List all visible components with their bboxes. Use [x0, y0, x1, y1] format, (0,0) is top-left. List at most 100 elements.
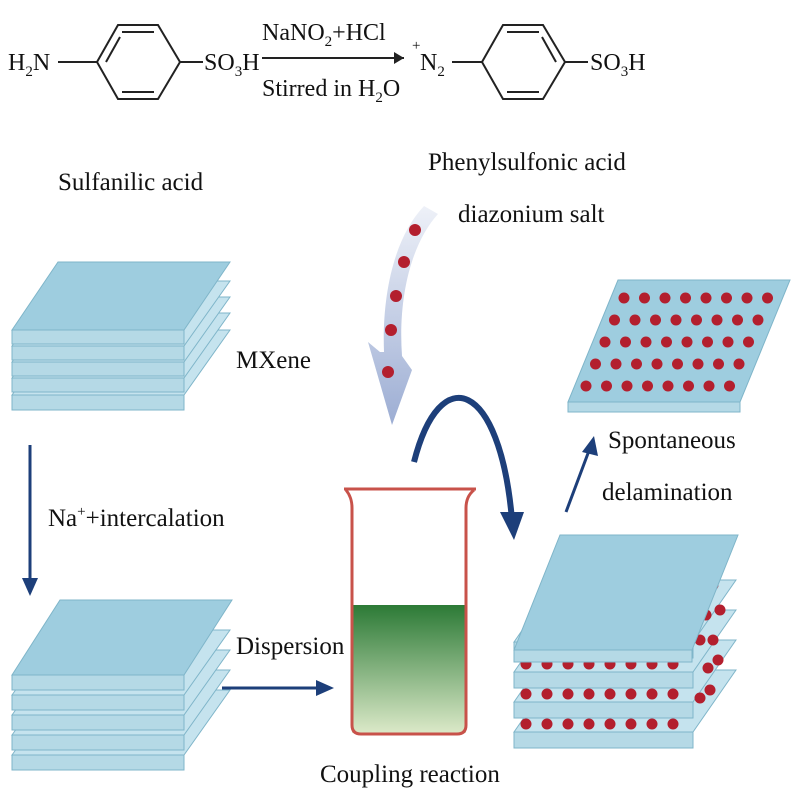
- grafted-group-dot: [714, 604, 726, 616]
- up-arrow-head: [582, 436, 598, 456]
- beaker-outline: [344, 488, 475, 736]
- diazonium-dot: [382, 366, 394, 378]
- dispersion-label: Dispersion: [236, 633, 345, 660]
- grafted-group-dot: [683, 380, 694, 392]
- grafted-group-dot: [661, 336, 672, 348]
- grafted-group-dot: [646, 688, 658, 700]
- intercalated-mxene-stack: [11, 599, 233, 771]
- grafted-groups: [580, 292, 773, 392]
- product-name-line2: diazonium salt: [458, 201, 605, 228]
- grafted-group-dot: [642, 380, 653, 392]
- benzene-ring: [480, 24, 567, 100]
- functionalized-mxene-stack: [513, 534, 739, 749]
- delamination-label-line2: delamination: [602, 479, 733, 506]
- intercalation-step: Na++intercalation: [22, 445, 225, 596]
- grafted-group-dot: [672, 358, 683, 370]
- grafted-group-dot: [562, 718, 574, 730]
- grafted-group-dot: [702, 336, 713, 348]
- grafted-group-dot: [692, 358, 704, 370]
- product-structure: + N2 SO3H Phenylsulfonic acid diazonium …: [412, 24, 646, 228]
- mxene-sheet-top: [513, 534, 739, 663]
- grafted-group-dot: [562, 688, 574, 700]
- grafted-group-dot: [752, 314, 764, 326]
- benzene-ring: [95, 24, 182, 100]
- grafted-group-dot: [580, 380, 592, 392]
- reagent-label: NaNO2+HCl: [262, 20, 386, 50]
- grafted-group-dot: [590, 358, 601, 370]
- grafted-group-dot: [741, 292, 753, 304]
- grafted-group-dot: [650, 314, 661, 326]
- grafted-group-dot: [604, 688, 616, 700]
- grafted-group-dot: [621, 380, 633, 392]
- grafted-group-dot: [639, 292, 650, 304]
- grafted-group-dot: [651, 358, 663, 370]
- grafted-group-dot: [703, 380, 715, 392]
- grafted-group-dot: [700, 292, 712, 304]
- ring-double-bond: [541, 36, 557, 63]
- amine-group-label: H2N: [8, 50, 50, 80]
- dispersion-step: Dispersion: [222, 633, 345, 696]
- grafted-group-dot: [712, 654, 724, 666]
- delamination-label-line1: Spontaneous: [608, 427, 736, 454]
- reactant-structure: H2N SO3H Sulfanilic acid: [8, 24, 260, 196]
- grafted-group-dot: [762, 292, 773, 304]
- grafted-group-dot: [694, 692, 706, 704]
- grafted-group-dot: [722, 336, 734, 348]
- grafted-group-dot: [629, 314, 641, 326]
- grafted-group-dot: [520, 718, 532, 730]
- grafted-group-dot: [631, 358, 642, 370]
- grafted-group-dot: [702, 662, 714, 674]
- grafted-group-dot: [618, 292, 630, 304]
- curved-arrow-head: [500, 512, 524, 540]
- grafted-group-dot: [625, 718, 637, 730]
- grafted-group-dot: [733, 358, 745, 370]
- reaction-arrow-head: [394, 52, 404, 64]
- grafted-group-dot: [662, 380, 674, 392]
- diazonium-charge: +: [412, 38, 420, 54]
- grafted-group-dot: [583, 718, 595, 730]
- grafted-group-dot: [711, 314, 723, 326]
- mxene-stack: MXene: [11, 261, 311, 411]
- diazonium-dot: [390, 290, 402, 302]
- grafted-group-dot: [732, 314, 743, 326]
- up-arrow: [564, 447, 592, 513]
- reaction-conditions: NaNO2+HCl Stirred in H2O: [262, 20, 404, 106]
- grafted-group-dot: [609, 314, 620, 326]
- grafted-group-dot: [721, 292, 732, 304]
- grafted-group-dot: [680, 292, 691, 304]
- transfer-arrow: [411, 395, 524, 540]
- solvent-label: Stirred in H2O: [262, 76, 400, 106]
- curved-arrow: [411, 395, 515, 521]
- grafted-group-dot: [610, 358, 622, 370]
- mxene-label: MXene: [236, 347, 311, 374]
- grafted-group-dot: [659, 292, 671, 304]
- right-arrow-head: [316, 680, 334, 696]
- delamination-step: Spontaneous delamination: [564, 427, 736, 513]
- grafted-group-dot: [520, 688, 532, 700]
- sulfonic-group-label: SO3H: [590, 50, 646, 80]
- grafted-group-dot: [583, 688, 595, 700]
- mxene-sheet-top: [11, 261, 231, 345]
- grafted-group-dot: [724, 380, 735, 392]
- reactant-name: Sulfanilic acid: [58, 169, 204, 196]
- grafted-group-dot: [707, 634, 719, 646]
- delaminated-sheet: [567, 279, 791, 413]
- coupling-beaker: Coupling reaction: [320, 487, 500, 788]
- grafted-group-dot: [599, 336, 611, 348]
- grafted-group-dot: [541, 688, 553, 700]
- grafted-group-dot: [667, 688, 679, 700]
- grafted-group-dot: [640, 336, 652, 348]
- sheet-edge: [567, 401, 741, 413]
- sulfonic-group-label: SO3H: [204, 50, 260, 80]
- diazonium-addition-arrow: [368, 206, 438, 425]
- diazonium-dot: [409, 224, 421, 236]
- grafted-groups: [520, 579, 726, 730]
- grafted-group-dot: [743, 336, 754, 348]
- grafted-group-dot: [620, 336, 631, 348]
- ring-double-bond: [105, 36, 121, 63]
- diazonium-group-label: N2: [420, 50, 445, 80]
- diazonium-dot: [398, 256, 410, 268]
- grafted-group-dot: [625, 688, 637, 700]
- grafted-group-dot: [541, 718, 553, 730]
- grafted-group-dot: [646, 718, 658, 730]
